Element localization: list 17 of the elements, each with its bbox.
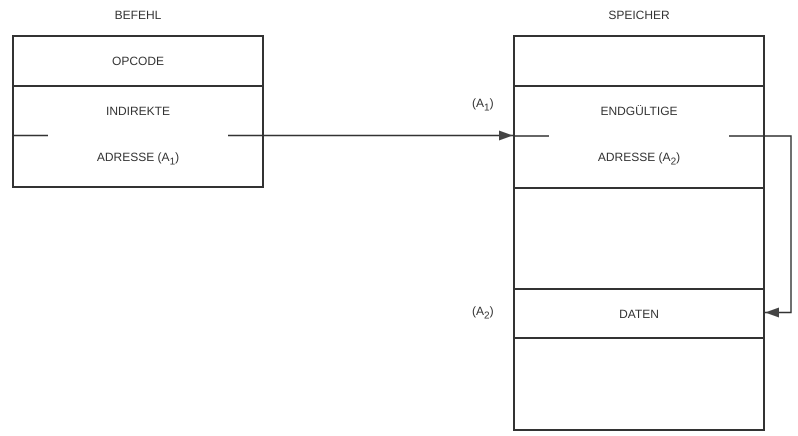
address-label: (A$_{1}$) — [472, 96, 494, 114]
cell-label: ENDGÜLTIGE ADRESSE (A$_{2}$) — [596, 103, 682, 170]
heading: BEFEHL — [114, 8, 162, 22]
cell-label: DATEN — [619, 306, 659, 320]
memory-cell — [513, 35, 765, 87]
memory-cell — [513, 187, 765, 290]
memory-cell — [513, 85, 765, 189]
cell-label: INDIREKTE ADRESSE (A$_{1}$) — [96, 102, 180, 170]
heading: SPEICHER — [607, 8, 671, 22]
memory-cell — [513, 337, 765, 431]
address-label: (A$_{2}$) — [472, 304, 494, 322]
address-field — [12, 85, 264, 188]
memory-cell — [513, 288, 765, 339]
arrow — [227, 130, 550, 140]
cell-label: OPCODE — [112, 54, 164, 68]
opcode-field — [12, 35, 264, 87]
arrow — [728, 135, 792, 318]
